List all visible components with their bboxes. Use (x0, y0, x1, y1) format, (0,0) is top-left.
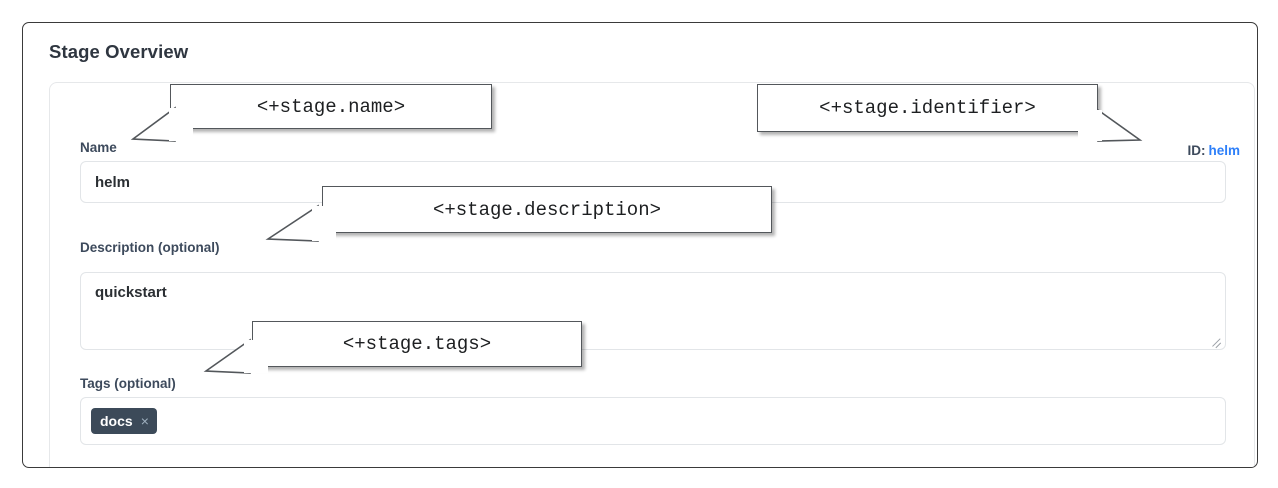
stage-id-key: ID: (1187, 143, 1206, 158)
callout-stage-tags: <+stage.tags> (252, 321, 582, 367)
description-label: Description (optional) (80, 240, 220, 255)
callout-stage-description: <+stage.description> (322, 186, 772, 233)
stage-id-readout: ID:helm (1187, 143, 1240, 158)
name-label: Name (80, 140, 117, 155)
tag-chip[interactable]: docs × (91, 408, 157, 434)
callout-stage-name: <+stage.name> (170, 84, 492, 129)
callout-stage-identifier: <+stage.identifier> (757, 84, 1098, 132)
page-title: Stage Overview (49, 41, 189, 62)
tag-chip-label: docs (100, 412, 133, 429)
tag-remove-icon[interactable]: × (140, 412, 149, 429)
stage-overview-card: Name ID:helm Description (optional) Tags… (49, 82, 1255, 467)
tags-label: Tags (optional) (80, 376, 176, 391)
stage-id-value: helm (1208, 143, 1240, 158)
tags-input[interactable]: docs × (80, 397, 1226, 445)
